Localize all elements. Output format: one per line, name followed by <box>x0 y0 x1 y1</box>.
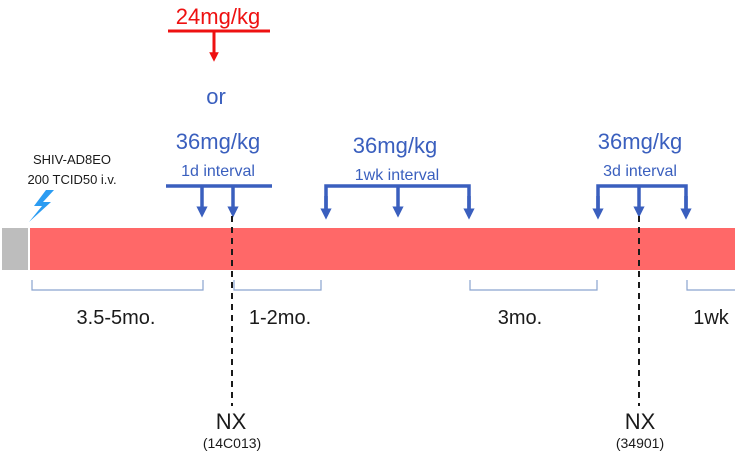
dose-2-label: 36mg/kg <box>353 133 437 158</box>
necropsy-1-animal-id: (14C013) <box>203 435 261 451</box>
dose-1-label: 36mg/kg <box>176 129 260 154</box>
lightning-bolt-icon <box>29 190 54 222</box>
challenge-virus-label: SHIV-AD8EO <box>33 152 111 167</box>
pre-infection-block <box>2 228 28 270</box>
period-3-bracket <box>469 280 598 291</box>
challenge-dose-label: 200 TCID50 i.v. <box>27 172 116 187</box>
period-3-label: 3mo. <box>498 307 542 329</box>
period-4-label: 1wk <box>693 307 730 329</box>
timeline-bar <box>30 228 735 270</box>
necropsy-2-label: NX <box>625 409 656 434</box>
dose-1-interval: 1d interval <box>181 163 255 180</box>
or-connector: or <box>206 84 226 109</box>
period-2-bracket <box>233 280 322 291</box>
dose-3-bar <box>596 184 688 212</box>
dose-3-interval: 3d interval <box>603 163 677 180</box>
dose-2-interval: 1wk interval <box>355 167 439 184</box>
dose-3-label: 36mg/kg <box>598 129 682 154</box>
period-1-bracket <box>31 280 204 291</box>
necropsy-2-animal-id: (34901) <box>616 435 664 451</box>
period-2-label: 1-2mo. <box>249 307 311 329</box>
red-dose-label: 24mg/kg <box>176 4 260 29</box>
period-1-label: 3.5-5mo. <box>77 307 156 329</box>
necropsy-1-label: NX <box>216 409 247 434</box>
period-4-bracket <box>686 280 735 291</box>
